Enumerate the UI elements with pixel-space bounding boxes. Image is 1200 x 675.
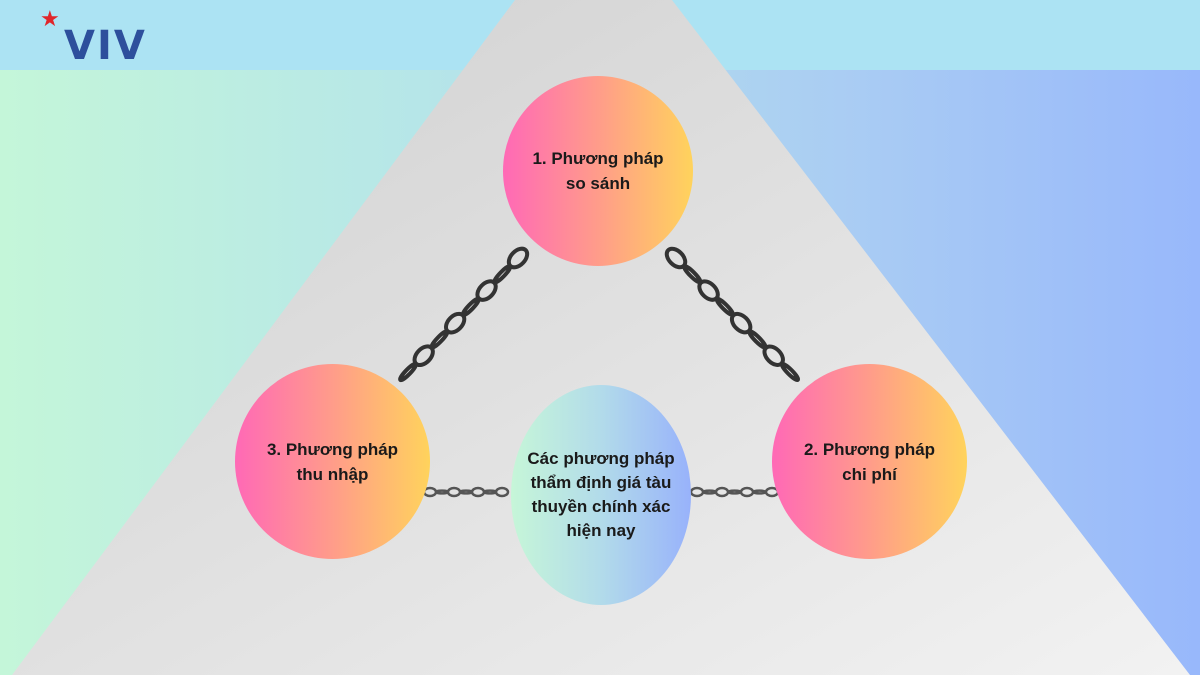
- node-income-label: 3. Phương pháp thu nhập: [266, 439, 399, 484]
- chain-link: [461, 296, 481, 317]
- chain-link: [492, 264, 513, 285]
- chain-link: [682, 264, 703, 285]
- chain-link: [702, 489, 717, 495]
- chain-link: [398, 361, 418, 383]
- chain-link: [494, 486, 510, 498]
- chain-link: [739, 486, 755, 498]
- logo-text: VIV: [64, 23, 147, 69]
- chain-link: [434, 489, 450, 495]
- chain-link: [458, 489, 474, 495]
- chain-link: [714, 296, 735, 317]
- chain-link: [446, 486, 462, 498]
- chain-link: [727, 489, 742, 495]
- node-income-method: 3. Phương pháp thu nhập: [235, 364, 430, 559]
- chain-left-center: [422, 486, 510, 498]
- node-comparison-label: 1. Phương pháp so sánh: [532, 149, 664, 193]
- node-comparison-method: 1. Phương pháp so sánh: [503, 76, 693, 266]
- chain-link: [689, 486, 705, 498]
- chain-top-left: [398, 246, 530, 383]
- node-cost-label: 2. Phương pháp chi phí: [803, 439, 936, 484]
- viv-logo: ★ VIV: [40, 8, 170, 68]
- chain-link: [470, 486, 486, 498]
- chain-link: [747, 329, 768, 350]
- star-icon: ★: [40, 6, 60, 31]
- chain-right-center: [689, 486, 780, 498]
- chain-link: [482, 489, 498, 495]
- chain-link: [752, 489, 767, 495]
- chain-link: [714, 486, 730, 498]
- chain-top-right: [664, 246, 800, 382]
- node-center-label: Các phương pháp thẩm định giá tàu thuyền…: [527, 449, 675, 540]
- chain-link: [429, 329, 450, 350]
- chain-link: [780, 362, 800, 382]
- node-cost-method: 2. Phương pháp chi phí: [772, 364, 967, 559]
- node-center-topic: Các phương pháp thẩm định giá tàu thuyền…: [511, 385, 691, 605]
